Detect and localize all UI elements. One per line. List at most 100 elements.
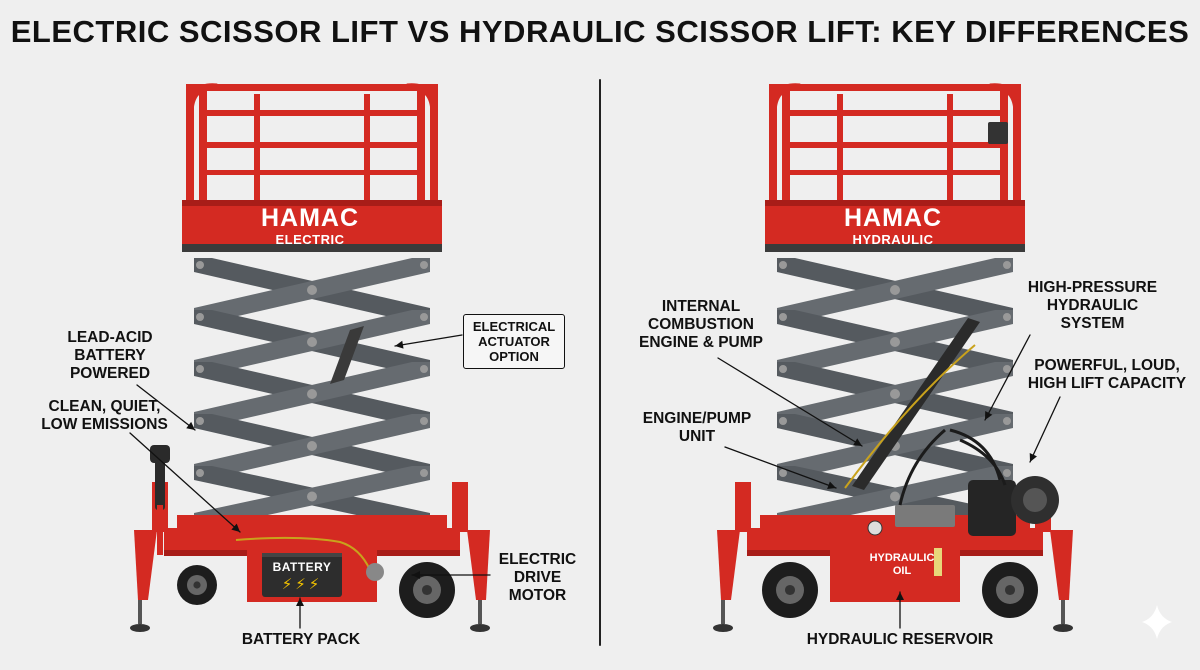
left-outrigger bbox=[134, 530, 157, 600]
left-drive-motor bbox=[366, 563, 384, 581]
left-tow-handle bbox=[155, 450, 165, 510]
leader-powerful-arrowhead bbox=[1029, 453, 1037, 462]
right-outrigger-leg bbox=[1061, 600, 1065, 624]
callout-lead-acid-battery: LEAD-ACID BATTERY POWERED bbox=[67, 329, 153, 382]
right-model-text: HYDRAULIC bbox=[852, 232, 934, 247]
leader-drive-motor-arrowhead bbox=[412, 571, 420, 579]
right-rail-post bbox=[782, 84, 790, 200]
left-mid-rail bbox=[203, 142, 421, 148]
left-scissor-pin bbox=[307, 285, 317, 295]
battery-text: BATTERY bbox=[272, 560, 332, 574]
left-rail-corner bbox=[406, 83, 438, 115]
right-engine-block bbox=[968, 480, 1016, 536]
left-rail-post bbox=[199, 84, 207, 200]
leader-high-pressure-arrowhead bbox=[985, 411, 993, 420]
right-top-rail bbox=[773, 84, 1017, 91]
right-outrigger-leg bbox=[721, 600, 725, 624]
right-outrigger bbox=[717, 530, 740, 600]
leader-combustion-arrowhead bbox=[853, 438, 862, 446]
left-rail-post bbox=[186, 84, 194, 200]
callout-hydraulic-reservoir: HYDRAULIC RESERVOIR bbox=[806, 631, 994, 648]
left-scissor-pin bbox=[307, 441, 317, 451]
right-scissor-pin bbox=[1003, 469, 1011, 477]
left-scissor-pin bbox=[196, 417, 204, 425]
left-low-rail bbox=[203, 170, 421, 175]
right-low-rail bbox=[786, 170, 1004, 175]
right-engine-flywheel-hub bbox=[1023, 488, 1047, 512]
leader-battery-pack-arrowhead bbox=[296, 598, 304, 606]
right-scissor-pin bbox=[779, 365, 787, 373]
sparkle-icon bbox=[1142, 605, 1172, 639]
right-valve-block bbox=[895, 505, 955, 527]
left-cable bbox=[235, 536, 371, 571]
right-oil-sight-glass bbox=[934, 548, 942, 576]
left-platform-underside bbox=[182, 244, 442, 252]
right-scissor-pin bbox=[890, 285, 900, 295]
hydraulic-oil-text: HYDRAULIC OIL bbox=[869, 552, 935, 577]
left-battery-box bbox=[262, 553, 342, 597]
callout-battery-pack: BATTERY PACK bbox=[241, 631, 361, 648]
right-platform-edge bbox=[765, 200, 1025, 206]
leader-combustion bbox=[717, 357, 863, 447]
right-scissor-pin bbox=[1003, 261, 1011, 269]
right-hydraulic-cable bbox=[844, 344, 976, 489]
left-scissor-pin bbox=[420, 313, 428, 321]
callout-high-pressure-system: HIGH-PRESSURE HYDRAULIC SYSTEM bbox=[1027, 279, 1158, 332]
left-wheel-center bbox=[193, 581, 201, 589]
left-base-upright bbox=[452, 482, 468, 532]
left-tow-bar bbox=[157, 505, 163, 555]
right-platform bbox=[765, 200, 1025, 248]
leader-reservoir-arrowhead bbox=[896, 592, 904, 600]
left-wheel-center bbox=[421, 584, 433, 596]
right-outrigger-pad bbox=[713, 624, 733, 632]
right-rail-corner bbox=[769, 83, 801, 115]
right-wheel-center bbox=[1004, 584, 1016, 596]
left-actuator-cylinder bbox=[330, 326, 364, 384]
right-base-upright bbox=[735, 482, 751, 532]
leader-engine-unit bbox=[724, 446, 837, 489]
leader-actuator-arrowhead bbox=[395, 340, 404, 349]
left-scissor-pin bbox=[420, 365, 428, 373]
battery-bolt-icons: ⚡⚡⚡ bbox=[281, 576, 323, 593]
left-scissor-pin bbox=[307, 491, 317, 502]
right-scissor-pin bbox=[890, 337, 900, 347]
left-rail-corner bbox=[186, 83, 218, 115]
left-platform bbox=[182, 200, 442, 248]
leader-powerful bbox=[1029, 396, 1061, 463]
left-scissor-pin bbox=[196, 469, 204, 477]
right-scissor-pin bbox=[779, 469, 787, 477]
left-brand-text: HAMAC bbox=[260, 204, 360, 232]
right-brand-text: HAMAC bbox=[843, 204, 943, 232]
left-top-rail bbox=[190, 84, 434, 91]
right-scissor-pin bbox=[779, 417, 787, 425]
right-outrigger-pad bbox=[1053, 624, 1073, 632]
left-rail-post bbox=[417, 84, 425, 200]
left-scissor-pin bbox=[196, 261, 204, 269]
right-pressure-gauge bbox=[867, 520, 883, 536]
left-scissor-pin bbox=[196, 313, 204, 321]
left-platform-edge bbox=[182, 200, 442, 206]
left-outrigger-pad bbox=[130, 624, 150, 632]
right-rail-post bbox=[769, 84, 777, 200]
right-mid-rail bbox=[786, 142, 1004, 148]
right-upper-rail bbox=[786, 110, 1004, 116]
right-scissor-pin bbox=[779, 313, 787, 321]
right-scissor-pin bbox=[1003, 313, 1011, 321]
left-outrigger-pad bbox=[470, 624, 490, 632]
right-rail-post bbox=[1013, 84, 1021, 200]
left-scissor-pin bbox=[196, 365, 204, 373]
right-scissor-pin bbox=[779, 261, 787, 269]
right-scissor-pin bbox=[890, 491, 900, 502]
leader-actuator bbox=[394, 334, 463, 347]
right-hydraulic-hoses bbox=[898, 428, 1007, 506]
left-outrigger-leg bbox=[138, 600, 142, 624]
leader-high-pressure bbox=[984, 334, 1031, 421]
right-scissor-pin bbox=[1003, 365, 1011, 373]
right-control-box bbox=[988, 122, 1008, 144]
right-hydraulic-tank bbox=[856, 538, 946, 592]
left-base-top bbox=[177, 515, 447, 529]
left-outrigger bbox=[467, 530, 490, 600]
left-scissor-pin bbox=[420, 417, 428, 425]
